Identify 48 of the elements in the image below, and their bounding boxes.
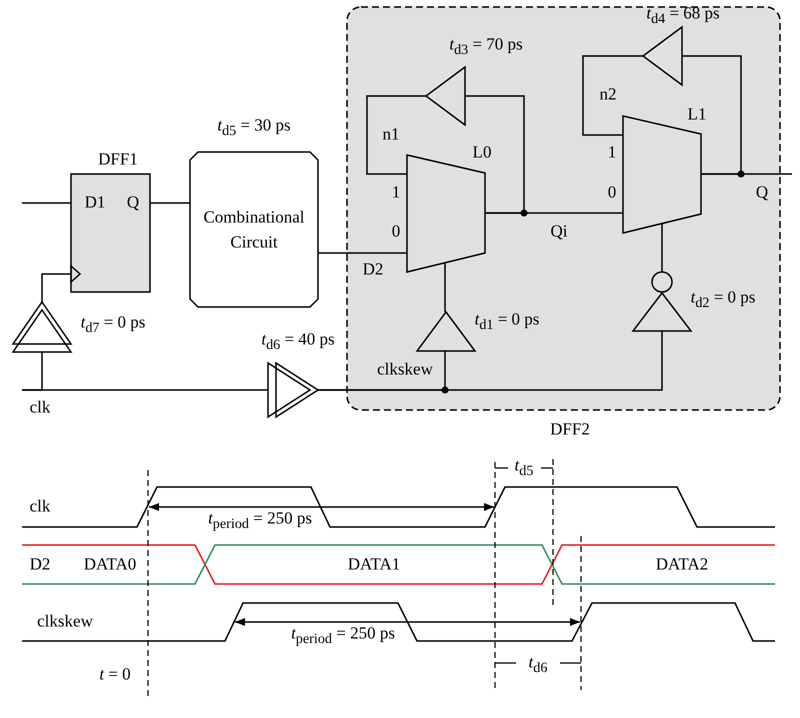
wire [465, 95, 525, 214]
block-label: Combinational Circuit [202, 206, 306, 253]
net-label: Q [756, 184, 768, 202]
data-label: DATA1 [348, 556, 400, 574]
pin-label: 1 [608, 144, 616, 162]
signal-label: clkskew [37, 612, 93, 632]
pin-label: 1 [392, 184, 400, 202]
wire [318, 331, 663, 391]
wire [22, 389, 268, 391]
net-label: n1 [382, 126, 400, 144]
delay-label: t$_{d6}$ = 40 ps [261, 330, 335, 354]
pin-label: 0 [608, 184, 616, 202]
dimension-label: t$_{d6}$ [528, 654, 548, 676]
wire [444, 263, 446, 312]
dimension-label: t$_{period}$ = 250 ps [291, 624, 395, 648]
net-label: clkskew [377, 360, 433, 380]
pin-label: Q [126, 194, 140, 212]
wire [701, 173, 792, 175]
delay-label: t$_{d2}$ = 0 ps [690, 288, 756, 312]
block-label: L1 [688, 106, 706, 124]
delay-label: t$_{d3}$ = 70 ps [449, 36, 523, 58]
block-title: DFF2 [550, 420, 590, 440]
wire [318, 252, 407, 254]
wire [150, 202, 190, 204]
delay-label: t$_{d1}$ = 0 ps [474, 310, 540, 334]
net-label: n2 [600, 86, 616, 104]
delay-label: t$_{d5}$ = 30 ps [217, 116, 291, 140]
dimension-label: t$_{period}$ = 250 ps [208, 510, 312, 532]
dimension-label: t$_{d5}$ [514, 456, 534, 480]
wire [366, 95, 426, 175]
signal-label: clk [30, 498, 50, 516]
delay-label: t$_{d7}$ = 0 ps [80, 314, 146, 336]
wire [582, 55, 643, 136]
net-label: clk [30, 398, 50, 418]
block-title: DFF1 [98, 150, 138, 170]
net-label: D2 [362, 260, 384, 280]
delay-label: t$_{d4}$ = 68 ps [646, 4, 720, 28]
pin-label: 0 [392, 222, 400, 242]
wire [22, 202, 71, 204]
pin-label: D1 [84, 194, 106, 212]
data-label: DATA0 [84, 556, 136, 574]
signal-label: D2 [30, 556, 50, 574]
wire [661, 223, 663, 272]
net-label: Qi [550, 222, 568, 242]
block-label: L0 [472, 144, 492, 162]
time-label: t = 0 [99, 666, 131, 684]
wire [41, 273, 71, 302]
data-label: DATA2 [656, 556, 708, 574]
